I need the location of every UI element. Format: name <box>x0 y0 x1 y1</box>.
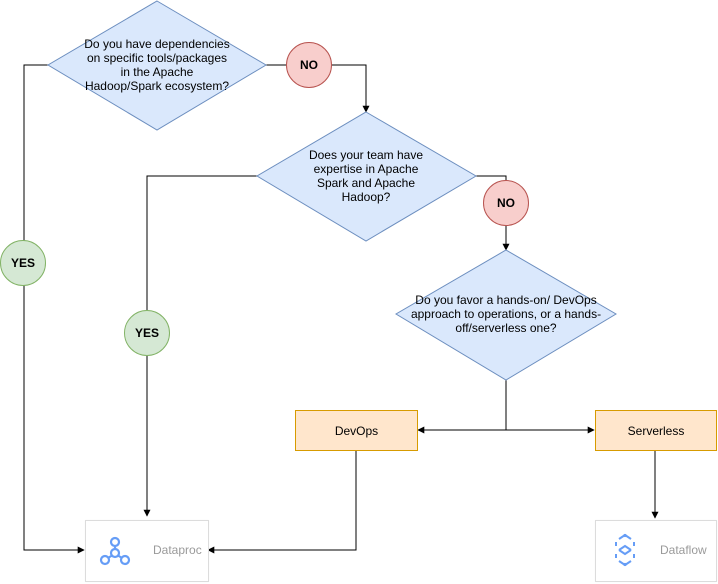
dataproc-icon <box>99 536 131 566</box>
serverless-box: Serverless <box>595 410 717 451</box>
question-1-text: Do you have dependencies on specific too… <box>84 37 230 93</box>
connector-devops-dataproc <box>207 450 357 554</box>
dataflow-icon <box>615 533 635 567</box>
question-2-text: Does your team have expertise in Apache … <box>308 148 424 204</box>
decision-diamond-2 <box>256 111 477 242</box>
yes-badge-2: YES <box>124 310 170 356</box>
dataflow-card: Dataflow <box>595 520 717 582</box>
question-3-text: Do you favor a hands-on/ DevOps approach… <box>410 293 602 335</box>
no-badge-1: NO <box>286 42 332 88</box>
decision-diamond-3 <box>395 249 617 381</box>
no-badge-2: NO <box>483 180 529 226</box>
yes-badge-1: YES <box>0 240 46 286</box>
decision-diamond-1 <box>47 0 267 131</box>
dataflow-label: Dataflow <box>660 543 707 557</box>
devops-box: DevOps <box>295 410 418 451</box>
dataproc-card: Dataproc <box>85 520 209 582</box>
connector-q1-yes <box>23 64 85 554</box>
dataproc-label: Dataproc <box>153 543 202 557</box>
connector-q2-yes <box>143 175 258 517</box>
